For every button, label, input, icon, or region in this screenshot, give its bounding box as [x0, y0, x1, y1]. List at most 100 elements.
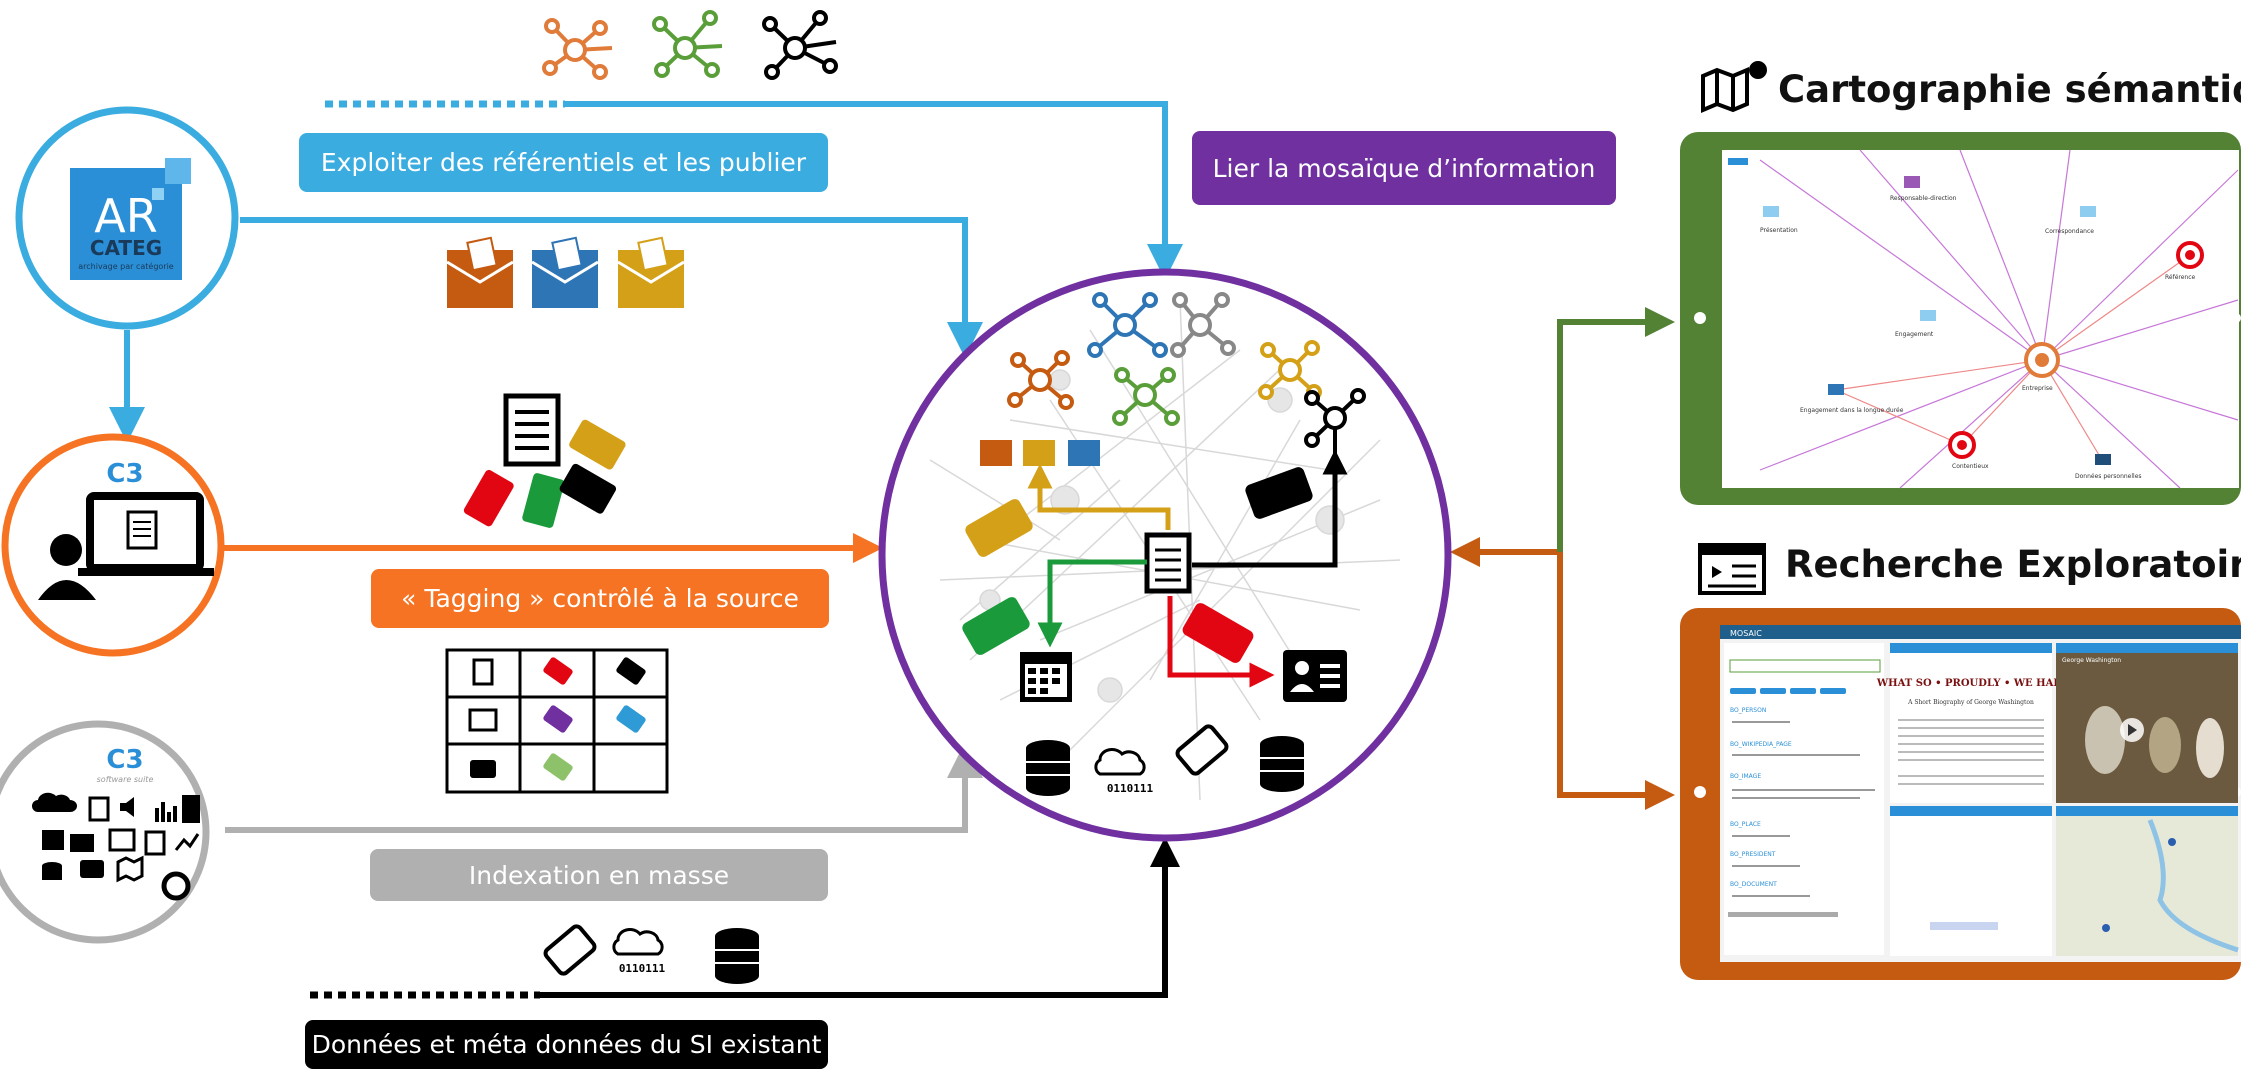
center-cloud-icon: [1094, 748, 1146, 776]
tagging-label: « Tagging » contrôlé à la source: [371, 569, 829, 628]
user-icon: [50, 534, 82, 566]
svg-text:Engagement: Engagement: [1895, 331, 1934, 338]
mail-cell-icon: [468, 708, 498, 732]
svg-text:George Washington: George Washington: [2062, 657, 2121, 664]
referentiel-arrow: [565, 101, 1183, 280]
si-icons: 0110111: [543, 924, 759, 984]
svg-text:0110111: 0110111: [1107, 782, 1154, 795]
svg-text:BO_DOCUMENT: BO_DOCUMENT: [1730, 881, 1777, 888]
svg-text:Présentation: Présentation: [1760, 227, 1798, 234]
center-document-icon: [1144, 532, 1192, 594]
cartographie-tablet: Présentation Responsable-direction Corre…: [1680, 132, 2241, 505]
cartographie-title: Cartographie sémantique: [1778, 68, 2241, 111]
svg-text:Contentieux: Contentieux: [1952, 463, 1989, 470]
si-arrow: [540, 837, 1180, 998]
inner-tag-black: [1245, 467, 1313, 519]
cartographie-arrow: [1557, 307, 1675, 552]
black-tag-icon: [616, 657, 646, 685]
arcateg-sub-text: CATEG: [90, 236, 162, 260]
connector-lines: [109, 100, 1675, 999]
mini-box-blue: [1068, 440, 1100, 466]
network-icon-orange: [542, 18, 613, 80]
arcateg-arrow: [240, 217, 983, 358]
c3-indexation-node: C3 software suite: [0, 720, 210, 944]
tag-outline-icon: [543, 924, 597, 976]
calendar-icon: [42, 830, 64, 850]
c3-subtitle: software suite: [97, 775, 154, 784]
mini-box-gold: [1023, 440, 1055, 466]
inner-arrow-black: [1192, 449, 1348, 568]
map-title-icon: [1701, 61, 1767, 114]
tagged-document-icon: [463, 393, 626, 528]
central-mosaic: 0110111: [878, 268, 1452, 842]
map-icon: [116, 855, 144, 883]
mail-icon: [108, 828, 136, 852]
recherche-title: Recherche Exploratoire: [1785, 543, 2241, 586]
doc-cell-icon: [472, 658, 494, 686]
doc-small-icon: [144, 830, 166, 856]
camera-icon: [80, 860, 104, 878]
svg-text:BO_PERSON: BO_PERSON: [1730, 707, 1766, 714]
map-screen: [1722, 150, 2239, 488]
inner-network-icons: [1007, 292, 1366, 455]
video-window-title-icon: [1698, 543, 1766, 595]
red-tag-icon: [543, 657, 573, 685]
cloud-icon: [32, 792, 77, 812]
c3-tagging-node: C3: [1, 433, 225, 657]
inner-tag-green: [962, 597, 1030, 655]
c3-badge: C3: [106, 459, 143, 489]
id-card-icon: [1283, 650, 1347, 702]
network-icon-green: [652, 10, 723, 78]
media-icons-grid: [32, 792, 200, 901]
recherche-arrow: [1557, 552, 1675, 810]
lier-label: Lier la mosaïque d’information: [1192, 131, 1616, 205]
network-icon-black: [762, 10, 838, 80]
film-icon: [182, 795, 200, 823]
svg-text:Référence: Référence: [2165, 274, 2196, 281]
mini-box-orange: [980, 440, 1012, 466]
donnees-label: Données et méta données du SI existant: [305, 1020, 828, 1069]
svg-text:BO_WIKIPEDIA_PAGE: BO_WIKIPEDIA_PAGE: [1730, 741, 1792, 748]
center-database-left: [1026, 740, 1070, 796]
svg-text:BO_IMAGE: BO_IMAGE: [1730, 773, 1761, 780]
database-bottom-icon: [715, 928, 759, 984]
indexation-label: Indexation en masse: [370, 849, 828, 901]
arcateg-logo: [70, 168, 182, 280]
disc-icon: [161, 871, 191, 901]
map-thumbnail: [2056, 806, 2238, 956]
lightgreen-tag-icon: [543, 753, 573, 781]
svg-text:Entreprise: Entreprise: [2022, 385, 2053, 392]
svg-text:WHAT SO • PROUDLY • WE HAIL: WHAT SO • PROUDLY • WE HAIL: [1876, 678, 2065, 689]
map-edges: [1759, 149, 2239, 489]
map-node-labels: Présentation Responsable-direction Corre…: [1760, 195, 2196, 480]
inner-arrow-green: [1037, 559, 1147, 648]
svg-text:Données personnelles: Données personnelles: [2075, 473, 2142, 480]
arcateg-tagline: archivage par catégorie: [78, 261, 174, 271]
exploiter-label: Exploiter des référentiels et les publie…: [299, 133, 828, 192]
svg-text:A Short Biography of George Wa: A Short Biography of George Washington: [1907, 699, 2034, 706]
arcateg-main-text: AR: [94, 189, 157, 243]
purple-tag-icon: [543, 705, 573, 733]
network-icons-top: [542, 10, 838, 80]
inner-arrow-gold: [1027, 463, 1171, 530]
cloud-binary-icon: [612, 928, 664, 956]
arcateg-node: AR CATEG archivage par catégorie: [15, 106, 239, 330]
center-tag-outline: [1175, 724, 1229, 776]
center-database-right: [1260, 736, 1304, 792]
map-nodes: [1728, 158, 2204, 465]
camera-cell-icon: [470, 760, 496, 778]
svg-text:Responsable-direction: Responsable-direction: [1890, 195, 1957, 202]
speaker-icon: [120, 797, 134, 817]
inner-tag-red: [1182, 603, 1254, 663]
svg-text:Engagement dans la longue duré: Engagement dans la longue durée: [1800, 407, 1904, 414]
svg-text:BO_PRESIDENT: BO_PRESIDENT: [1730, 851, 1776, 858]
svg-text:MOSAIC: MOSAIC: [1730, 629, 1762, 638]
file-icon: [88, 796, 110, 822]
inner-tag-gold: [965, 499, 1033, 557]
inner-arrow-red: [1167, 596, 1275, 688]
svg-text:Correspondance: Correspondance: [2045, 228, 2094, 235]
calendar-center-icon: [1020, 652, 1072, 702]
svg-text:BO_PLACE: BO_PLACE: [1730, 821, 1761, 828]
archive-box-orange: [446, 236, 514, 308]
